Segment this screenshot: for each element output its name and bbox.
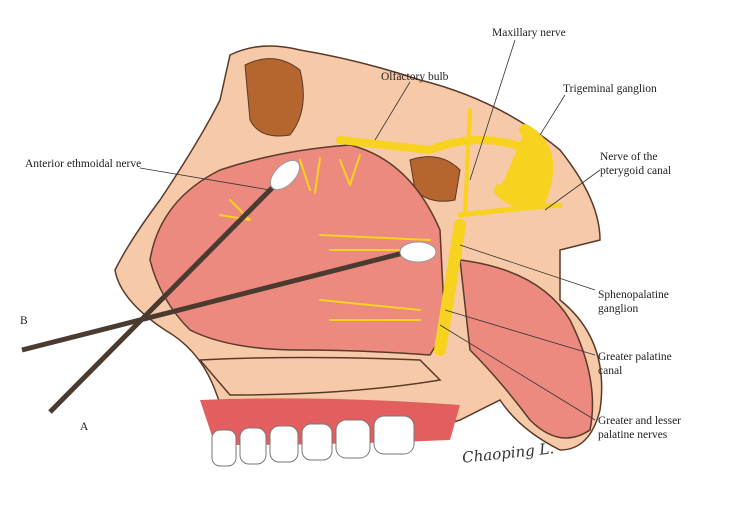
frontal-sinus — [244, 58, 304, 137]
hard-palate — [198, 356, 442, 396]
swabs — [21, 159, 437, 414]
label-line: ganglion — [598, 303, 639, 315]
nerves — [219, 108, 563, 356]
label-line: pterygoid canal — [600, 165, 672, 177]
label-trigeminal-ganglion: Trigeminal ganglion — [563, 83, 657, 95]
label-greater-palatine-canal: Greater palatine canal — [598, 350, 672, 378]
teeth — [211, 415, 415, 467]
label-olfactory-bulb: Olfactory bulb — [381, 71, 449, 83]
soft-palate — [459, 259, 594, 439]
label-swab-a: A — [80, 421, 89, 433]
label-maxillary-nerve: Maxillary nerve — [492, 27, 566, 39]
label-anterior-ethmoidal: Anterior ethmoidal nerve — [25, 158, 142, 170]
label-sphenopalatine: Sphenopalatine ganglion — [598, 288, 669, 316]
label-line: palatine nerves — [598, 429, 668, 441]
label-palatine-nerves: Greater and lesser palatine nerves — [598, 414, 681, 442]
leader-lines — [139, 39, 601, 421]
label-line: Nerve of the — [600, 151, 658, 163]
label-nerve-pterygoid: Nerve of the pterygoid canal — [600, 150, 671, 178]
nasal-cavity-mucosa — [149, 144, 446, 356]
label-line: Greater and lesser — [598, 415, 682, 427]
label-line: Sphenopalatine — [598, 289, 669, 301]
label-line: Greater palatine — [598, 351, 672, 363]
label-line: canal — [598, 365, 623, 377]
label-swab-b: B — [20, 315, 28, 327]
